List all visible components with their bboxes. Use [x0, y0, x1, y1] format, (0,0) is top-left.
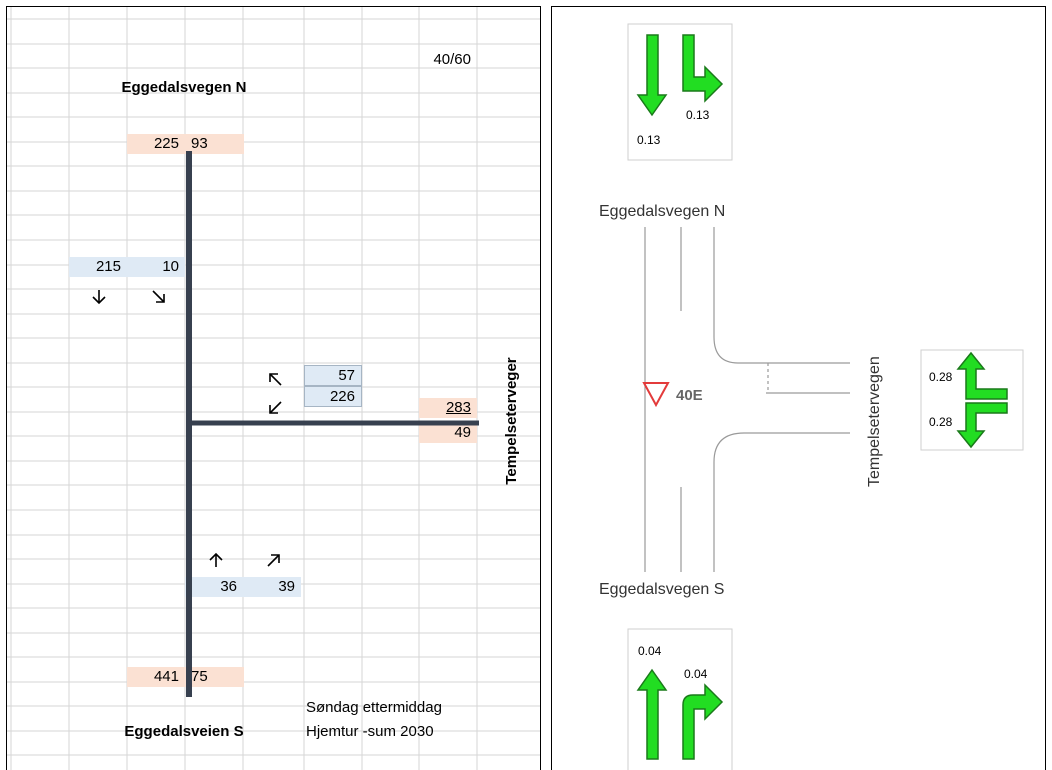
note-line-2: Hjemtur -sum 2030: [306, 723, 434, 740]
sb-through-volume: 215: [69, 257, 127, 277]
south-road-label: Eggedalsveien S: [124, 723, 244, 740]
north-in-volume: 225: [127, 134, 185, 154]
north-through-arrow-icon: [636, 34, 668, 117]
east-in-volume: 49: [419, 423, 477, 443]
south-signal-box: 0.04 0.04: [627, 628, 733, 770]
yield-sign-icon: [642, 382, 670, 408]
arrow-down-icon: [92, 290, 106, 305]
road-lines: [186, 151, 479, 697]
east-left-ratio: 0.28: [929, 370, 953, 384]
nb-right-volume: 39: [243, 577, 301, 597]
south-road-name: Eggedalsvegen S: [599, 581, 724, 598]
east-out-volume: 283: [419, 398, 477, 418]
arrow-down-right-icon: [152, 290, 165, 303]
intersection-panel: 0.13 0.13 Eggedalsvegen N 40E Tempelsete…: [551, 6, 1046, 770]
sheet-grid: [7, 7, 540, 770]
nb-through-volume: 36: [185, 577, 243, 597]
south-right-ratio: 0.04: [684, 667, 708, 681]
south-in-volume: 75: [185, 667, 244, 687]
north-road-name: Eggedalsvegen N: [599, 203, 725, 220]
north-turn-ratio: 0.13: [686, 108, 710, 122]
arrow-up-icon: [209, 552, 223, 567]
arrow-up-left-icon: [269, 373, 282, 386]
east-left-arrow-icon: [956, 351, 1008, 400]
east-road-name: Tempelsetervegen: [866, 356, 883, 487]
arrow-up-right-icon: [267, 554, 280, 567]
arrow-down-left-icon: [269, 401, 282, 414]
east-right-arrow-icon: [956, 402, 1008, 449]
ratio-label: 40/60: [433, 51, 471, 68]
south-through-arrow-icon: [636, 668, 668, 760]
wb-right-volume: 57: [304, 365, 362, 386]
note-line-1: Søndag ettermiddag: [306, 699, 442, 716]
south-right-arrow-icon: [682, 683, 724, 760]
north-through-ratio: 0.13: [637, 133, 661, 147]
south-out-volume: 441: [127, 667, 185, 687]
south-through-ratio: 0.04: [638, 644, 662, 658]
wb-left-volume: 226: [304, 386, 362, 407]
east-right-ratio: 0.28: [929, 415, 953, 429]
north-road-label: Eggedalsvegen N: [121, 79, 247, 96]
road-edges: [644, 227, 850, 572]
north-signal-box: 0.13 0.13: [627, 23, 733, 161]
east-signal-box: 0.28 0.28: [920, 349, 1024, 451]
north-out-volume: 93: [185, 134, 244, 154]
spreadsheet-panel: 40/60 Eggedalsvegen N 225 93 215 10 57 2…: [6, 6, 541, 770]
sb-left-volume: 10: [127, 257, 185, 277]
intersection-drawing: 0.13 0.13 Eggedalsvegen N 40E Tempelsete…: [599, 23, 1024, 770]
north-turn-arrow-icon: [682, 34, 724, 103]
yield-sign-label: 40E: [676, 387, 703, 404]
